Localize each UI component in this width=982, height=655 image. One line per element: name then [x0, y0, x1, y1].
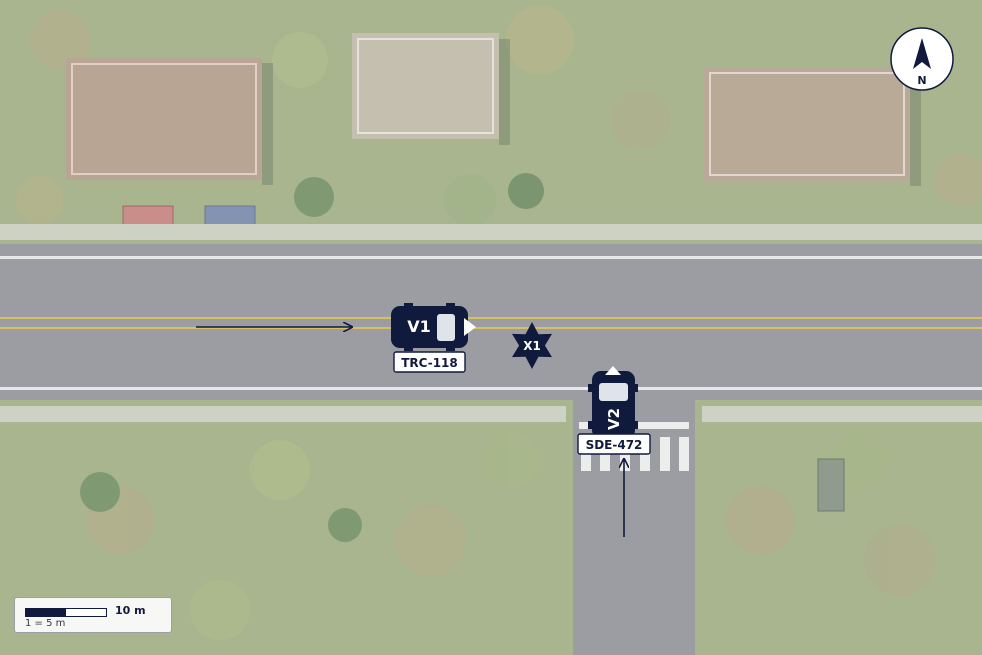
impact-star-icon — [512, 322, 552, 369]
sidewalk-south-east — [702, 406, 982, 422]
parked-vehicle — [817, 458, 845, 512]
tree — [294, 177, 334, 217]
road-edge-line-south — [0, 387, 982, 390]
impact-label: X1 — [523, 339, 541, 353]
vehicle-2[interactable]: V2 — [588, 366, 638, 439]
impact-point-marker[interactable]: X1 — [512, 322, 552, 369]
building — [704, 67, 921, 186]
compass-north-label: N — [917, 74, 926, 87]
sidewalk-south-west — [0, 406, 566, 422]
north-compass: N — [890, 27, 954, 91]
scale-ratio-label: 1 = 5 m — [25, 618, 66, 629]
vehicle-1-id-label: V1 — [407, 317, 431, 336]
scale-bar — [25, 608, 107, 617]
vehicle-1[interactable]: V1 — [391, 303, 476, 351]
main-road — [0, 244, 982, 400]
vehicle-1-plate-tag: TRC-118 — [393, 351, 466, 373]
vehicle-1-heading-marker — [464, 318, 476, 336]
center-line — [0, 327, 982, 329]
grass-texture — [16, 6, 982, 640]
tree — [80, 472, 120, 512]
center-line — [0, 317, 982, 319]
building — [352, 33, 510, 145]
vehicle-1-plate-label: TRC-118 — [401, 356, 458, 370]
building — [66, 58, 273, 185]
north-arrow-icon — [913, 38, 931, 69]
vehicle-2-plate-label: SDE-472 — [586, 438, 643, 452]
sidewalk-north — [0, 224, 982, 240]
vehicle-2-heading-marker — [605, 366, 621, 375]
vehicle-2-plate-tag: SDE-472 — [577, 433, 651, 455]
scale-legend: 10 m 1 = 5 m — [14, 597, 172, 633]
scale-distance-label: 10 m — [115, 604, 146, 617]
tree — [508, 173, 544, 209]
tree — [328, 508, 362, 542]
road-edge-line-north — [0, 256, 982, 259]
vehicle-2-id-label: V2 — [605, 408, 623, 430]
